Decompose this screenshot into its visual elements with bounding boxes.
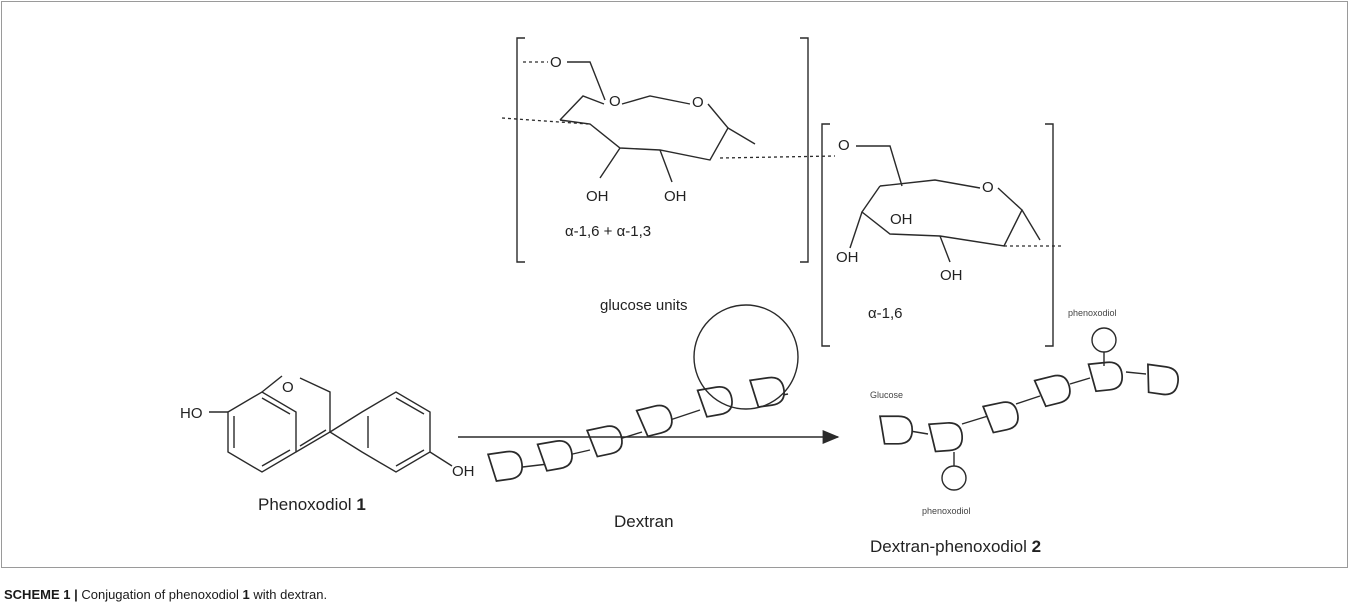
- atom-o-3: O: [692, 94, 704, 111]
- glucose-unit: [928, 421, 964, 453]
- glucose-unit: [749, 374, 787, 409]
- dextran-label: Dextran: [614, 512, 674, 531]
- caption-prefix: SCHEME 1 |: [4, 587, 78, 602]
- glucose-units-label: glucose units: [600, 297, 688, 314]
- linkage-mixed-label: α-1,6 + α-1,3: [565, 223, 651, 240]
- glucose-unit: [635, 401, 676, 439]
- atom-o-1: O: [550, 54, 562, 71]
- atom-o-2: O: [609, 93, 621, 110]
- atom-oh-3: OH: [836, 249, 859, 266]
- caption-number: 1: [243, 587, 250, 602]
- glucose-unit: [1087, 360, 1125, 393]
- caption-text-a: Conjugation of phenoxodiol: [81, 587, 239, 602]
- figure-frame: [1, 1, 1348, 568]
- atom-oh-2: OH: [664, 188, 687, 205]
- phenoxodiol-bead: [941, 465, 967, 491]
- scheme-caption: SCHEME 1 | Conjugation of phenoxodiol 1 …: [4, 587, 327, 602]
- product-label: Dextran-phenoxodiol 2: [870, 537, 1041, 556]
- glucose-unit: [696, 383, 735, 419]
- linkage-16-label: α-1,6: [868, 305, 903, 322]
- glucose-unit: [1143, 363, 1181, 398]
- atom-oh-5: OH: [940, 267, 963, 284]
- product-name: Dextran-phenoxodiol: [870, 537, 1027, 556]
- atom-o-5: O: [982, 179, 994, 196]
- product-number: 2: [1032, 537, 1041, 556]
- atom-ho: HO: [180, 405, 203, 422]
- product-structure: Glucose phenoxodiol phenoxodiol Dextran-…: [870, 308, 1181, 556]
- magnify-circle: [693, 304, 799, 410]
- caption-text-b: with dextran.: [252, 587, 327, 602]
- bracket-right-1: [800, 37, 809, 263]
- phenoxodiol-bead: [1091, 327, 1117, 353]
- dextran-chain: Dextran: [487, 304, 799, 531]
- phenoxodiol-tag-bottom: phenoxodiol: [922, 506, 971, 516]
- atom-o-ring: O: [282, 379, 294, 396]
- phenoxodiol-number: 1: [356, 495, 365, 514]
- bracket-left-2: [821, 123, 830, 347]
- phenoxodiol-structure: HO O OH Phenoxodiol 1: [180, 375, 475, 514]
- atom-oh-phenol: OH: [452, 463, 475, 480]
- atom-o-4: O: [838, 137, 850, 154]
- phenoxodiol-name: Phenoxodiol: [258, 495, 352, 514]
- bracket-left-1: [516, 37, 525, 263]
- glucose-unit: [536, 437, 575, 473]
- glucose-unit: [586, 422, 626, 459]
- glucose-unit: [487, 448, 525, 483]
- glucose-repeat-structure: O O O OH OH O O OH OH OH α-1,6 + α-1,3 g…: [501, 37, 1062, 347]
- glucose-unit: [982, 398, 1022, 435]
- phenoxodiol-tag-top: phenoxodiol: [1068, 308, 1117, 318]
- phenoxodiol-label: Phenoxodiol 1: [258, 495, 366, 514]
- atom-oh-4: OH: [890, 211, 913, 228]
- glucose-unit: [879, 415, 914, 445]
- atom-oh-1: OH: [586, 188, 609, 205]
- glucose-unit: [1033, 371, 1074, 409]
- bracket-right-2: [1045, 123, 1054, 347]
- glucose-tag: Glucose: [870, 390, 903, 400]
